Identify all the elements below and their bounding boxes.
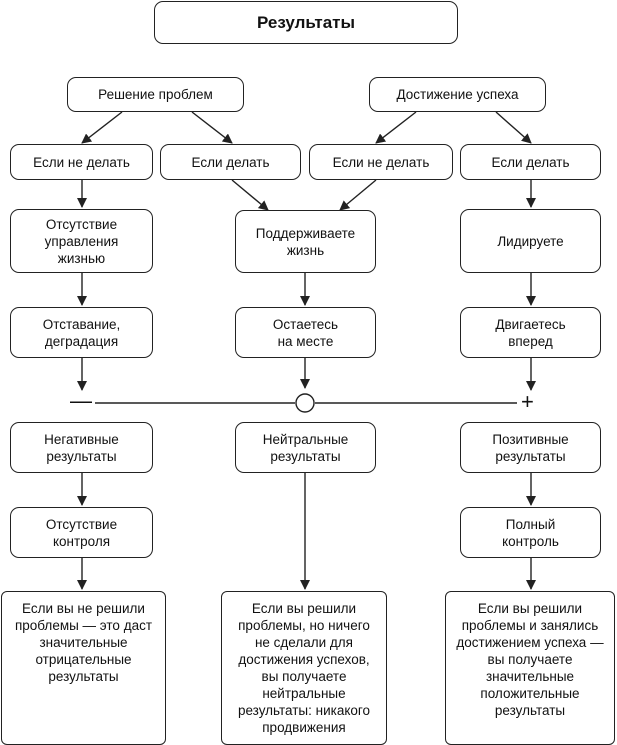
row1-box-4: Если делать: [460, 144, 601, 180]
arrow-success-to-right: [495, 111, 532, 144]
neutral-circle-icon: [295, 393, 315, 413]
arrow-problems-to-right: [191, 111, 233, 144]
moving-forward-box: Двигаетесь вперед: [460, 307, 601, 358]
neutral-results-box: Нейтральные результаты: [235, 422, 376, 473]
neutral-conclusion-box: Если вы решили проблемы, но ничего не сд…: [221, 591, 387, 745]
negative-conclusion-box: Если вы не решили проблемы — это даст зн…: [1, 591, 166, 745]
no-life-control-box: Отсутствие управления жизнью: [10, 209, 153, 273]
leading-box: Лидируете: [460, 209, 601, 273]
problem-solving-box: Решение проблем: [67, 77, 244, 112]
negative-results-box: Негативные результаты: [10, 422, 153, 473]
arrow-r1c-r2: [339, 179, 377, 211]
degradation-box: Отставание, деградация: [10, 307, 153, 358]
minus-sign: —: [70, 388, 92, 413]
stay-in-place-box: Остаетесь на месте: [235, 307, 376, 358]
arrow-r1b-r2: [231, 179, 269, 211]
arrow-problems-to-left: [81, 111, 123, 144]
row1-box-2: Если делать: [160, 144, 301, 180]
support-life-box: Поддерживаете жизнь: [235, 210, 376, 273]
success-achievement-box: Достижение успеха: [369, 77, 546, 112]
positive-results-box: Позитивные результаты: [460, 422, 601, 473]
plus-sign: +: [521, 389, 534, 414]
arrow-success-to-left: [375, 111, 417, 144]
title-box: Результаты: [154, 1, 458, 44]
no-control-box: Отсутствие контроля: [10, 507, 153, 558]
positive-conclusion-box: Если вы решили проблемы и занялись дости…: [445, 591, 615, 745]
row1-box-3: Если не делать: [309, 144, 453, 180]
row1-box-1: Если не делать: [10, 144, 153, 180]
full-control-box: Полный контроль: [460, 507, 601, 558]
